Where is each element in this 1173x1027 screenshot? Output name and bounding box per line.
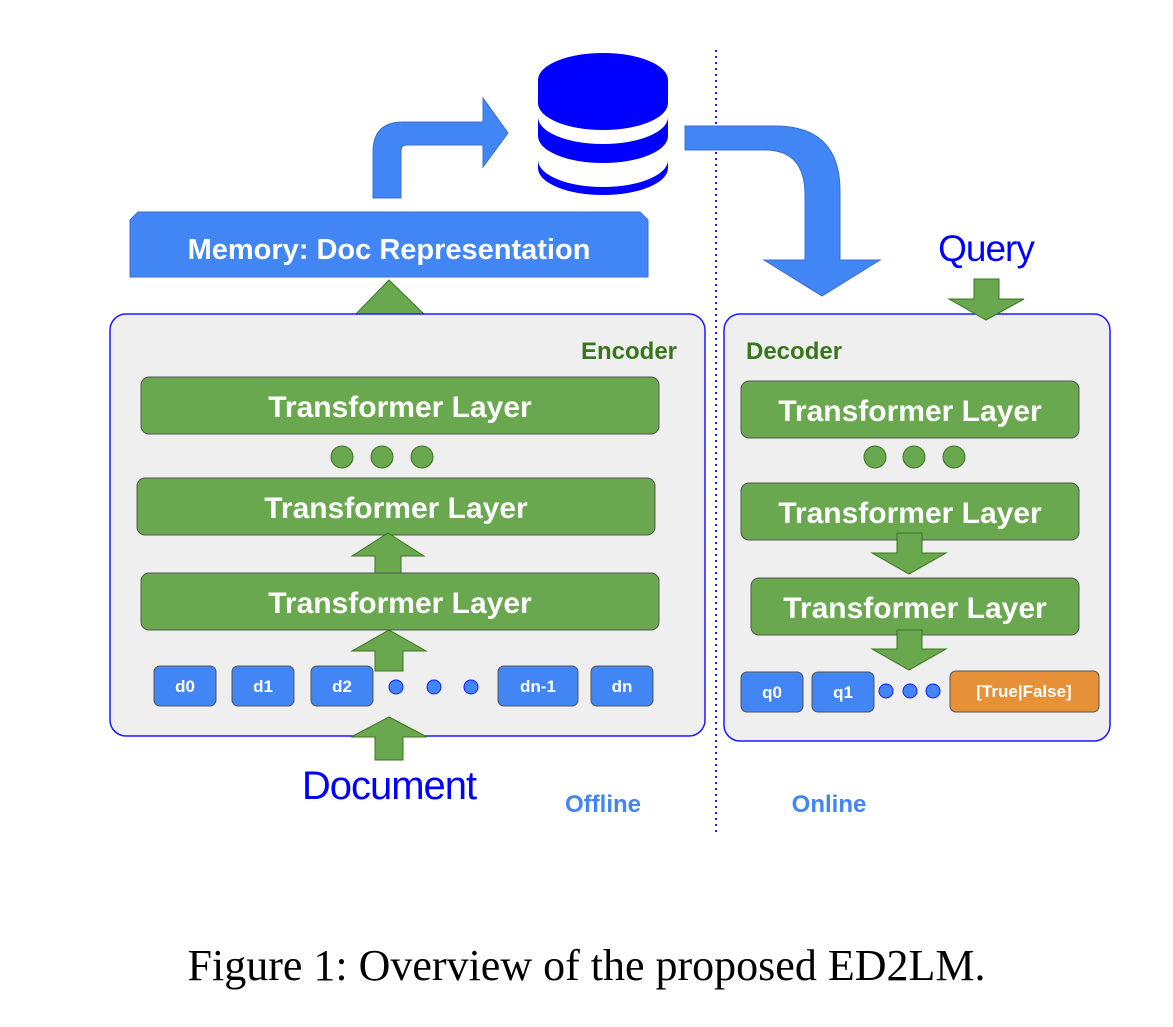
query-token-q1-label: q1 — [833, 683, 853, 702]
doc-token-dn-1-label: dn-1 — [520, 677, 556, 696]
encoder-layer-middle — [136, 477, 656, 536]
query-token-ellipsis — [878, 683, 941, 699]
output-token — [949, 670, 1100, 713]
online-label: Online — [792, 791, 867, 818]
doc-token-dn — [590, 665, 654, 707]
doc-token-d1 — [231, 665, 295, 707]
query-input-arrow — [947, 278, 1025, 321]
query-token-q0-label: q0 — [762, 683, 782, 702]
decoder-layer-middle-label: Transformer Layer — [778, 497, 1042, 530]
decoder-down-arrow-2 — [870, 629, 948, 671]
database-to-decoder-arrow — [684, 125, 882, 297]
encoder-layer-top — [140, 376, 660, 435]
encoder-layer-middle-label: Transformer Layer — [264, 492, 528, 525]
database-icon — [538, 53, 668, 195]
doc-token-dn-label: dn — [612, 677, 633, 696]
doc-token-d0-label: d0 — [175, 677, 195, 696]
query-token-q0 — [740, 671, 804, 713]
doc-token-d1-label: d1 — [253, 677, 273, 696]
encoder-ellipsis — [330, 445, 434, 469]
query-token-q1 — [811, 671, 875, 713]
decoder-title: Decoder — [746, 338, 842, 365]
doc-token-d2-label: d2 — [332, 677, 352, 696]
encoder-up-arrow-1 — [350, 629, 428, 672]
encoder-layer-top-label: Transformer Layer — [268, 391, 532, 424]
decoder-layer-top-label: Transformer Layer — [778, 395, 1042, 428]
decoder-down-arrow-1 — [870, 532, 948, 575]
store-to-database-arrow — [372, 96, 509, 199]
doc-token-d0 — [153, 665, 217, 707]
output-token-label: [True|False] — [976, 682, 1071, 701]
doc-token-d2 — [310, 665, 374, 707]
decoder-ellipsis — [863, 445, 966, 469]
encoder-title: Encoder — [581, 338, 677, 365]
query-label: Query — [938, 228, 1035, 269]
encoder-layer-bottom — [140, 572, 660, 631]
offline-label: Offline — [565, 791, 641, 818]
doc-token-dn-1 — [497, 665, 579, 707]
document-label: Document — [302, 764, 477, 808]
document-input-arrow — [350, 716, 428, 761]
memory-label: Memory: Doc Representation — [188, 234, 591, 266]
encoder-layer-bottom-label: Transformer Layer — [268, 587, 532, 620]
figure-caption: Figure 1: Overview of the proposed ED2LM… — [187, 941, 986, 990]
doc-token-ellipsis — [388, 679, 479, 695]
decoder-layer-bottom-label: Transformer Layer — [783, 592, 1047, 625]
decoder-layer-top — [740, 380, 1080, 439]
memory-banner — [129, 211, 649, 278]
